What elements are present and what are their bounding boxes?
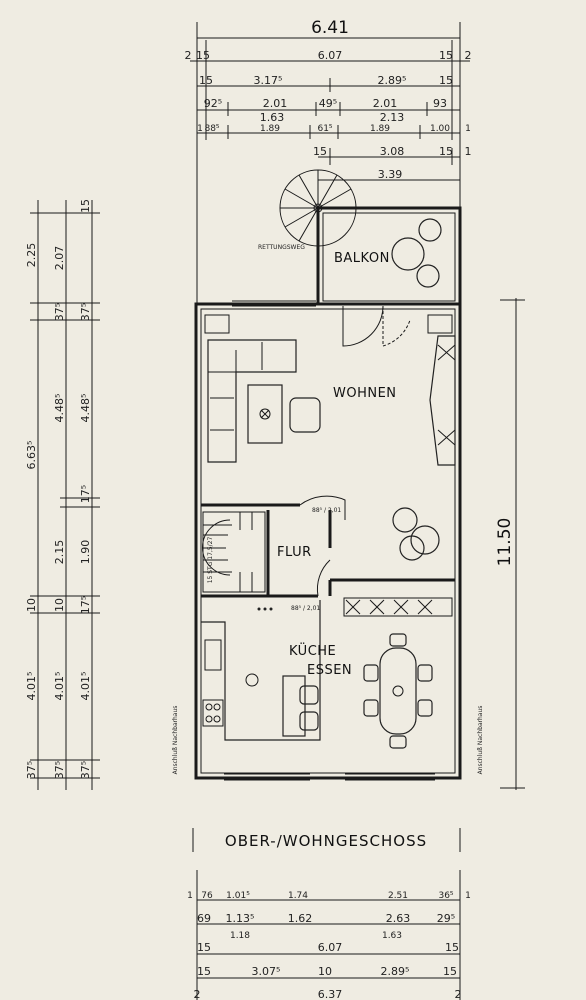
dim-label: 4.01⁵ — [53, 672, 66, 701]
dim-label: 1 — [465, 145, 472, 158]
door-label: 88⁵ / 2,01 — [312, 507, 341, 514]
side-note-right: Anschluß Nachbarhaus — [477, 706, 484, 775]
dim-label: 15 — [445, 941, 459, 954]
dim-label: 2.51 — [388, 891, 408, 901]
dim-label: 15 — [439, 74, 453, 87]
dim-label: 1 — [187, 891, 193, 901]
spiral-stair — [279, 169, 357, 247]
room-label-flur: FLUR — [277, 545, 312, 560]
dim-label: 61⁵ — [317, 124, 332, 134]
dim-label: 1.63 — [382, 931, 402, 941]
room-label-wohnen: WOHNEN — [333, 386, 397, 401]
side-note-left: Anschluß Nachbarhaus — [172, 706, 179, 775]
dim-label: 4.01⁵ — [79, 672, 92, 701]
dim-label: 17⁵ — [79, 485, 92, 503]
dim-label: 10 — [318, 965, 332, 978]
room-label-kueche: KÜCHE — [289, 642, 336, 659]
staircase — [202, 511, 266, 593]
dim-label: 93 — [433, 97, 447, 110]
dim-label: 4.48⁵ — [79, 394, 92, 423]
dim-label: 15 — [197, 965, 211, 978]
room-label-balkon: BALKON — [334, 251, 390, 266]
dim-label: 92⁵ — [204, 97, 222, 110]
dim-label: 3.39 — [378, 168, 403, 181]
dim-overall-height: 11.50 — [495, 518, 515, 567]
dim-label: 1.00 — [430, 124, 450, 134]
dim-label: 1.89 — [260, 124, 280, 134]
dim-label: 6.07 — [318, 49, 343, 62]
dim-label: 1 — [197, 124, 203, 134]
dim-label: 2.07 — [53, 246, 66, 271]
dim-label: 15 — [197, 941, 211, 954]
dim-overall-width: 6.41 — [311, 18, 349, 38]
dim-label: 15 — [196, 49, 210, 62]
right-dimension: 11.50 — [495, 298, 525, 790]
dim-label: 3.17⁵ — [254, 74, 283, 87]
dim-label: 1.90 — [79, 540, 92, 565]
balcony-furniture — [391, 218, 442, 288]
dim-label: 4.01⁵ — [25, 672, 38, 701]
plan-title: OBER-/WOHNGESCHOSS — [225, 832, 427, 850]
dim-label: 15 — [199, 74, 213, 87]
rettungsweg-label: RETTUNGSWEG — [258, 244, 305, 251]
dim-label: 2 — [455, 988, 462, 1000]
dim-label: 2.89⁵ — [381, 965, 410, 978]
dim-label: 2.13 — [380, 111, 405, 124]
dim-label: 1.01⁵ — [226, 891, 250, 901]
dim-label: 88⁵ — [204, 124, 219, 134]
dim-label: 6.37 — [318, 988, 343, 1000]
door-label: 88⁵ / 2,01 — [291, 605, 320, 612]
dim-label: 2.25 — [25, 243, 38, 268]
dim-label: 2.15 — [53, 540, 66, 565]
dim-label: 29⁵ — [437, 912, 455, 925]
dim-label: 2 — [465, 49, 472, 62]
dim-label: 36⁵ — [438, 891, 453, 901]
dim-label: 6.07 — [318, 941, 343, 954]
walls — [194, 206, 462, 781]
dim-label: 1.13⁵ — [226, 912, 255, 925]
dim-label: 10 — [25, 598, 38, 612]
dim-label: 2 — [185, 49, 192, 62]
dim-label: 1 — [465, 124, 471, 134]
dim-label: 2.89⁵ — [378, 74, 407, 87]
dim-label: 49⁵ — [319, 97, 337, 110]
dim-label: 3.07⁵ — [252, 965, 281, 978]
dim-label: 37⁵ — [79, 761, 92, 779]
top-dimensions: 6.41 2 15 6.07 15 2 15 3.17⁵ 2.89⁵ 15 92… — [185, 18, 472, 310]
dim-label: 76 — [201, 891, 213, 901]
bottom-dimensions: 1 76 1.01⁵ 1.74 2.51 36⁵ 1 69 1.13⁵ 1.62… — [187, 870, 471, 1000]
room-label-essen: ESSEN — [307, 663, 352, 678]
dim-label: 37⁵ — [79, 303, 92, 321]
dim-label: 69 — [197, 912, 211, 925]
dim-label: 1 — [465, 891, 471, 901]
dim-label: 37⁵ — [53, 303, 66, 321]
dim-label: 1.63 — [260, 111, 285, 124]
dim-label: 1.18 — [230, 931, 250, 941]
dim-label: 17⁵ — [79, 596, 92, 614]
left-dimensions: 2.25 6.63⁵ 10 4.01⁵ 37⁵ 2.07 37⁵ 4.48⁵ 2… — [25, 199, 100, 790]
dim-label: 3.08 — [380, 145, 405, 158]
dim-label: 37⁵ — [25, 761, 38, 779]
title-block: OBER-/WOHNGESCHOSS — [192, 828, 461, 852]
dim-label: 2.63 — [386, 912, 411, 925]
dim-label: 2 — [194, 988, 201, 1000]
dim-label: 15 — [443, 965, 457, 978]
dim-label: 15 — [439, 145, 453, 158]
dim-label: 4.48⁵ — [53, 394, 66, 423]
dim-label: 2.01 — [263, 97, 288, 110]
dim-label: 10 — [53, 598, 66, 612]
kitchen-furniture — [202, 597, 453, 749]
stair-label: 15 STG 17,5/27 — [207, 537, 214, 584]
dim-label: 6.63⁵ — [25, 441, 38, 470]
dim-label: 1.89 — [370, 124, 390, 134]
dim-label: 1.74 — [288, 891, 308, 901]
dim-label: 15 — [439, 49, 453, 62]
dim-label: 1.62 — [288, 912, 313, 925]
living-furniture — [204, 314, 456, 561]
dim-label: 37⁵ — [53, 761, 66, 779]
dim-label: 15 — [313, 145, 327, 158]
dim-label: 2.01 — [373, 97, 398, 110]
dim-label: 15 — [79, 199, 92, 213]
